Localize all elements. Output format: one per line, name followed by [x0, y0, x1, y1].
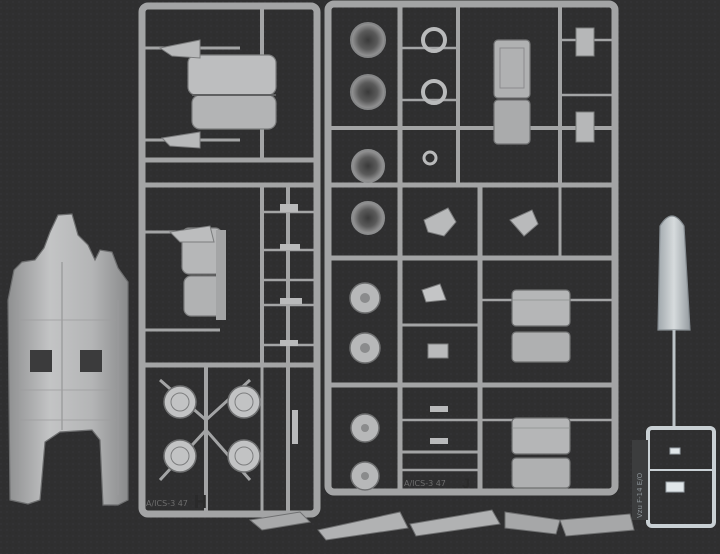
clear-sprue-code: Vzu F-14 E/O	[636, 472, 644, 518]
sprue-j	[324, 0, 619, 496]
wheel-set-h	[163, 385, 261, 473]
compressor-face-set	[349, 282, 381, 491]
duct-set	[511, 289, 571, 489]
sprue-code-j: A/ICS-3 47	[404, 479, 446, 488]
sprue-letter-h: H	[194, 492, 207, 512]
nozzle-set	[350, 22, 386, 235]
sprue-code-h: A/ICS-3 47	[146, 499, 188, 508]
clear-sprue	[632, 215, 716, 528]
sprue-h-parts	[158, 39, 302, 473]
loose-parts	[248, 509, 635, 541]
sprue-j-parts	[349, 22, 595, 491]
sprue-letter-j: J	[462, 475, 470, 491]
fuselage-part	[7, 213, 129, 506]
